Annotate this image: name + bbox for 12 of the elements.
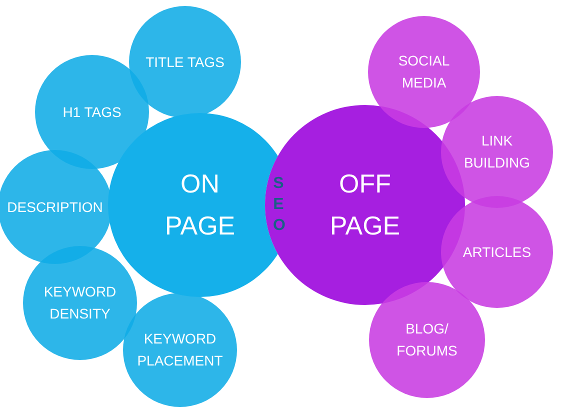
node-label: KEYWORD PLACEMENT <box>136 330 224 371</box>
node-label: H1 TAGS <box>62 102 122 122</box>
node-label: ARTICLES <box>462 242 532 262</box>
node-label: SEO <box>273 174 284 236</box>
node-label: OFF PAGE <box>328 167 402 242</box>
node-label: ON PAGE <box>164 167 236 242</box>
node-label: TITLE TAGS <box>145 52 225 72</box>
node-label: KEYWORD DENSITY <box>42 282 118 324</box>
node-label: DESCRIPTION <box>6 198 104 217</box>
node-label: LINK BUILDING <box>462 132 532 173</box>
node-label: BLOG/ FORUMS <box>396 320 458 361</box>
node-label: SOCIAL MEDIA <box>397 52 451 93</box>
